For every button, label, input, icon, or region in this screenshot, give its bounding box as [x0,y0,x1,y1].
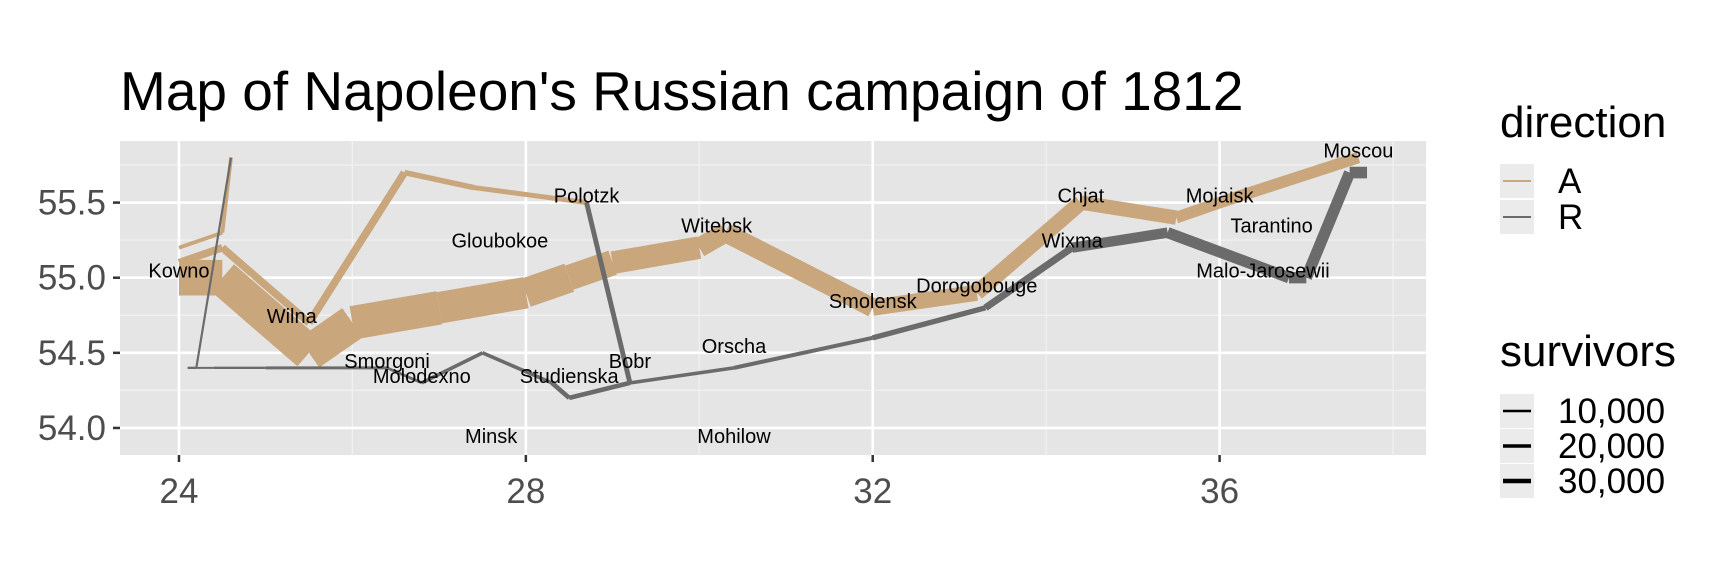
y-tick-label-3: 55.5 [38,184,106,223]
city-label-smolensk: Smolensk [829,291,918,313]
y-tick-label-1: 54.5 [38,334,106,373]
path-segment-a-2-4 [473,185,587,206]
city-label-studienska: Studienska [520,366,620,388]
x-tick-label-0: 24 [160,472,199,511]
path-segment-r-3-1 [568,380,631,401]
city-label-kowno: Kowno [148,261,209,283]
path-segment-r-1-12 [420,351,484,385]
city-label-wilna: Wilna [267,306,318,328]
path-segment-r-1-1 [1301,170,1355,280]
path-segment-a-2-2 [305,170,408,325]
city-label-wixma: Wixma [1042,231,1104,253]
path-segment-r-3-0 [584,202,633,384]
path-segment-a-0-6 [565,250,617,290]
path-segment-r-5-0 [195,157,233,369]
legend-label-r: R [1558,198,1583,237]
legend-survivors-title: survivors [1500,327,1676,376]
path-segment-a-0-12 [1079,195,1178,225]
path-segment-a-0-7 [610,236,702,274]
path-segment-a-0-1 [210,264,321,367]
path-segment-a-0-2 [298,308,363,368]
path-segment-a-0-13 [1174,197,1222,224]
city-label-dorogobouge: Dorogobouge [916,276,1037,298]
city-label-witebsk: Witebsk [681,216,753,238]
path-segment-a-0-3 [349,291,442,340]
path-segment-a-4-0 [178,230,223,250]
path-segment-a-0-4 [436,277,529,324]
path-segment-a-0-5 [521,263,575,307]
path-segment-a-0-9 [720,224,878,317]
path-segment-r-3-2 [550,381,571,400]
legend-label-a: A [1558,162,1582,201]
legend-size-label-20000: 20,000 [1558,427,1665,466]
city-label-minsk: Minsk [465,426,518,448]
path-segment-r-1-8 [629,366,735,385]
y-tick-label-0: 54.0 [38,409,106,448]
legend-survivors: survivors 10,000 20,000 30,000 [1500,327,1676,501]
path-segment-r-1-13 [386,366,423,385]
legend-size-label-10000: 10,000 [1558,392,1665,431]
city-label-molodexno: Molodexno [373,366,471,388]
chart-title: Map of Napoleon's Russian campaign of 18… [120,60,1243,122]
path-segment-a-0-11 [971,196,1086,299]
path-segment-r-1-11 [481,351,553,385]
path-segment-a-0-14 [1217,152,1361,209]
city-label-mojaisk: Mojaisk [1186,186,1255,208]
path-segment-r-1-6 [872,305,987,341]
path-segment-a-2-1 [219,244,312,326]
city-label-gloubokoe: Gloubokoe [451,231,548,253]
city-label-tarantino: Tarantino [1230,216,1312,238]
path-segment-r-1-7 [733,335,874,370]
city-label-chjat: Chjat [1058,186,1105,208]
x-tick-label-3: 36 [1200,472,1239,511]
city-label-polotzk: Polotzk [554,186,621,208]
path-segment-r-1-3 [1165,227,1291,283]
city-label-mohilow: Mohilow [697,426,771,448]
path-segment-a-2-3 [403,169,475,191]
city-label-moscou: Moscou [1323,141,1393,163]
axes: 24 28 32 36 54.0 54.5 55.0 55.5 [38,184,1239,511]
legend-direction: direction A R [1500,98,1666,237]
city-label-orscha: Orscha [702,336,767,358]
path-segment-r-1-5 [983,244,1075,311]
path-segment-a-0-8 [694,224,731,257]
army-paths [177,152,1368,401]
path-segment-r-1-4 [1071,227,1169,253]
city-label-bobr: Bobr [609,351,652,373]
legend-size-label-30000: 30,000 [1558,462,1665,501]
path-segment-a-0-10 [871,284,978,316]
y-tick-label-2: 55.0 [38,259,106,298]
plot-panel [120,141,1426,455]
x-tick-label-2: 32 [853,472,892,511]
legend-direction-title: direction [1500,98,1666,147]
city-label-smorgoni: Smorgoni [344,351,430,373]
x-tick-label-1: 28 [506,472,545,511]
city-label-malo-jarosewii: Malo-Jarosewii [1196,261,1329,283]
